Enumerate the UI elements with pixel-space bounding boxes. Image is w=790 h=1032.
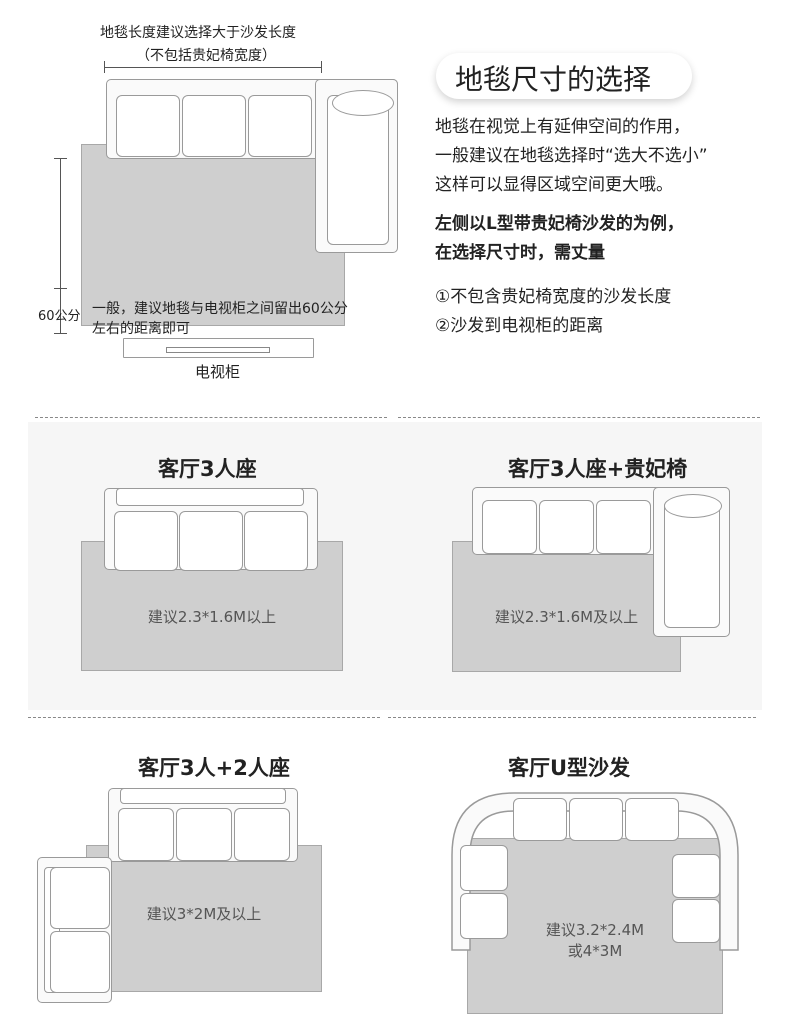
card-u-shape-right-cushion-1: [672, 854, 720, 898]
divider-mid-left: [28, 717, 380, 718]
divider-top-right: [398, 417, 760, 418]
card-3-plus-2-seat-cushion-2: [176, 808, 232, 861]
intro-para3-line1: ①不包含贵妃椅宽度的沙发长度: [435, 287, 672, 307]
length-note-line1: 地毯长度建议选择大于沙发长度: [100, 25, 296, 41]
distance-measure-tick-top: [54, 158, 67, 159]
card-u-shape-back-cushion-3: [625, 798, 679, 841]
card-3-seat-cushion-3: [244, 511, 308, 571]
card-3-seat-chaise-pillow: [664, 494, 722, 518]
intro-para2: 左侧以L型带贵妃椅沙发的为例， 在选择尺寸时，需丈量: [435, 210, 684, 268]
intro-para1-line2: 一般建议在地毯选择时“选大不选小”: [435, 146, 708, 166]
card-3-seat-cushion-2: [179, 511, 243, 571]
card-u-shape-left-cushion-2: [460, 893, 508, 939]
divider-top-left: [35, 417, 387, 418]
card-3-seat-chaise-rug: 建议2.3*1.6M及以上: [452, 541, 681, 672]
intro-para1-line3: 这样可以显得区域空间更大哦。: [435, 175, 673, 195]
intro-para2-line1: 左侧以L型带贵妃椅沙发的为例，: [435, 214, 684, 234]
tv-screen: [166, 347, 270, 353]
card-3-seat-chaise-cushion-3: [596, 500, 651, 554]
card-3-seat-title: 客厅3人座: [158, 457, 257, 481]
card-u-shape-sofa-outline: [451, 792, 739, 951]
card-3-seat-back: [116, 488, 304, 506]
intro-para2-line2: 在选择尺寸时，需丈量: [435, 243, 605, 263]
card-3-plus-2-seat-rug-text: 建议3*2M及以上: [146, 905, 262, 923]
intro-para1-line1: 地毯在视觉上有延伸空间的作用，: [435, 117, 690, 137]
top-sofa-cushion-3: [248, 95, 312, 157]
card-3-seat-cushion-1: [114, 511, 178, 571]
length-measure-tick-right: [321, 61, 322, 73]
intro-para1: 地毯在视觉上有延伸空间的作用， 一般建议在地毯选择时“选大不选小” 这样可以显得…: [435, 113, 708, 200]
distance-measure-tick-bottom: [54, 333, 67, 334]
top-chaise-cushion: [327, 95, 389, 245]
card-3-plus-2-seat-cushion-3: [234, 808, 290, 861]
intro-para3: ①不包含贵妃椅宽度的沙发长度 ②沙发到电视柜的距离: [435, 283, 671, 341]
top-sofa-cushion-2: [182, 95, 246, 157]
tv-label: 电视柜: [195, 363, 241, 381]
distance-note-line2: 左右的距离即可: [92, 321, 190, 337]
card-3-plus-2-seat-back: [120, 788, 286, 804]
card-u-shape-rug-text-2: 或4*3M: [567, 942, 623, 960]
distance-measure-tick-mid: [54, 288, 67, 289]
card-3-seat-chaise-title: 客厅3人座+贵妃椅: [508, 457, 688, 481]
intro-para3-line2: ②沙发到电视柜的距离: [435, 316, 604, 336]
distance-label: 60公分: [38, 309, 81, 324]
card-3-seat-chaise-lounge: [664, 500, 720, 628]
card-u-shape-rug-text-1: 建议3.2*2.4M: [545, 921, 645, 939]
top-rug: [81, 144, 345, 326]
length-measure-tick-left: [104, 61, 105, 73]
card-3-plus-2-seat-cushion-1: [118, 808, 174, 861]
length-measure-line: [104, 67, 322, 68]
top-chaise-pillow: [332, 90, 394, 116]
distance-note-line1: 一般，建议地毯与电视柜之间留出60公分: [92, 301, 348, 317]
intro-title-pill: [436, 53, 692, 99]
length-note-line2: （不包括贵妃椅宽度）: [136, 48, 276, 64]
card-3-seat-rug-text: 建议2.3*1.6M以上: [147, 608, 277, 626]
card-u-shape-right-cushion-2: [672, 899, 720, 943]
card-u-shape-back-cushion-2: [569, 798, 623, 841]
card-u-shape-left-cushion-1: [460, 845, 508, 891]
card-u-shape-back-cushion-1: [513, 798, 567, 841]
card-3-seat-chaise-rug-text: 建议2.3*1.6M及以上: [494, 608, 639, 626]
top-sofa-cushion-1: [116, 95, 180, 157]
card-3-plus-2-seat-loveseat-cushion-2: [50, 931, 110, 993]
card-3-seat-chaise-cushion-2: [539, 500, 594, 554]
distance-measure-line: [60, 158, 61, 333]
card-3-seat-chaise-cushion-1: [482, 500, 537, 554]
card-3-plus-2-seat-loveseat-cushion-1: [50, 867, 110, 929]
card-3-plus-2-seat-rug: 建议3*2M及以上: [86, 845, 322, 992]
card-3-plus-2-seat-title: 客厅3人+2人座: [138, 756, 290, 780]
intro-title: 地毯尺寸的选择: [455, 63, 652, 96]
divider-mid-right: [388, 717, 756, 718]
card-u-shape-title: 客厅U型沙发: [508, 756, 631, 780]
